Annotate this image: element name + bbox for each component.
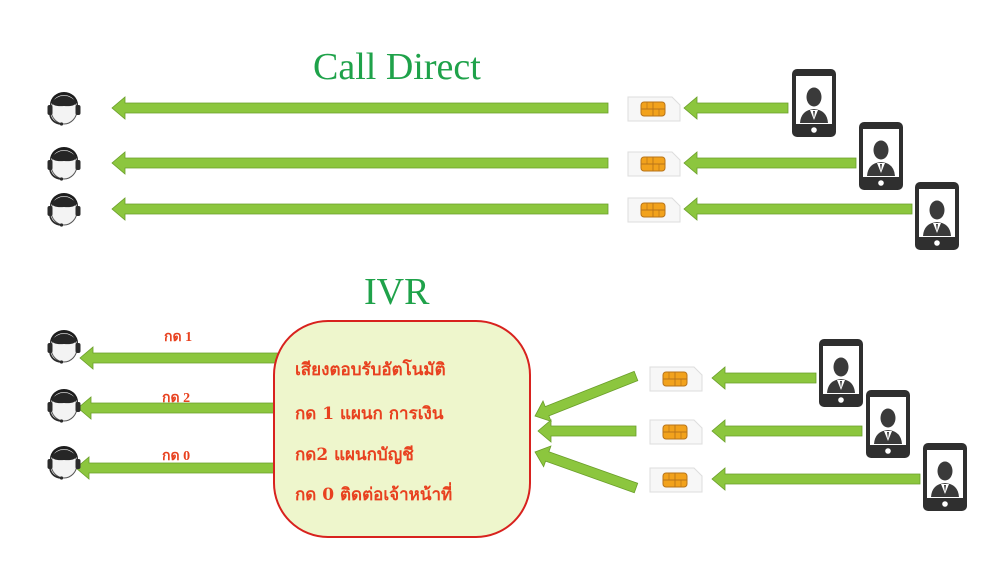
call-direct-title: Call Direct	[313, 46, 481, 88]
ivr-option-operator: กด 0 ติดต่อเจ้าหน้าที่	[295, 485, 453, 505]
agent-headset-agent-icon-ivr-1	[46, 329, 82, 365]
ivr-route-arrow-1	[79, 346, 279, 370]
direct-incoming-arrow-2	[683, 151, 857, 175]
agent-headset-agent-icon-direct-2	[46, 146, 82, 182]
ivr-option-finance: กด 1 แผนก การเงิน	[295, 404, 444, 424]
ivr-sim-to-bubble-arrow-1	[534, 370, 639, 423]
sim-card-icon-ivr-1	[649, 366, 703, 392]
smartphone-user-icon-ivr-3	[923, 443, 967, 511]
ivr-title: IVR	[364, 271, 430, 313]
ivr-sim-to-bubble-arrow-3	[534, 445, 639, 494]
ivr-option-accounting: กด2 แผนกบัญชี	[295, 445, 414, 465]
sim-card-icon-direct-1	[627, 96, 681, 122]
sim-card-icon-ivr-2	[649, 419, 703, 445]
direct-incoming-arrow-1	[683, 96, 789, 120]
direct-call-arrow-2	[111, 151, 609, 175]
ivr-menu-bubble: เสียงตอบรับอัตโนมัติ กด 1 แผนก การเงิน ก…	[273, 320, 531, 538]
smartphone-user-icon-direct-3	[915, 182, 959, 250]
direct-incoming-arrow-3	[683, 197, 913, 221]
sim-card-icon-ivr-3	[649, 467, 703, 493]
press-0-label: กด 0	[162, 449, 191, 464]
ivr-greeting-line: เสียงตอบรับอัตโนมัติ	[295, 360, 446, 380]
agent-headset-agent-icon-ivr-2	[46, 388, 82, 424]
ivr-route-arrow-3	[75, 456, 275, 480]
ivr-route-arrow-2	[77, 396, 277, 420]
sim-card-icon-direct-3	[627, 197, 681, 223]
smartphone-user-icon-ivr-2	[866, 390, 910, 458]
press-2-label: กด 2	[162, 391, 191, 406]
arrow-layer	[75, 96, 921, 494]
direct-call-arrow-1	[111, 96, 609, 120]
smartphone-user-icon-direct-2	[859, 122, 903, 190]
sim-card-icon-direct-2	[627, 151, 681, 177]
agent-headset-agent-icon-ivr-3	[46, 445, 82, 481]
ivr-sim-to-bubble-arrow-2	[537, 419, 637, 443]
ivr-incoming-arrow-2	[711, 419, 863, 443]
agent-headset-agent-icon-direct-3	[46, 192, 82, 228]
direct-call-arrow-3	[111, 197, 609, 221]
press-1-label: กด 1	[164, 330, 193, 345]
ivr-incoming-arrow-1	[711, 366, 817, 390]
ivr-incoming-arrow-3	[711, 467, 921, 491]
smartphone-user-icon-direct-1	[792, 69, 836, 137]
smartphone-user-icon-ivr-1	[819, 339, 863, 407]
agent-headset-agent-icon-direct-1	[46, 91, 82, 127]
